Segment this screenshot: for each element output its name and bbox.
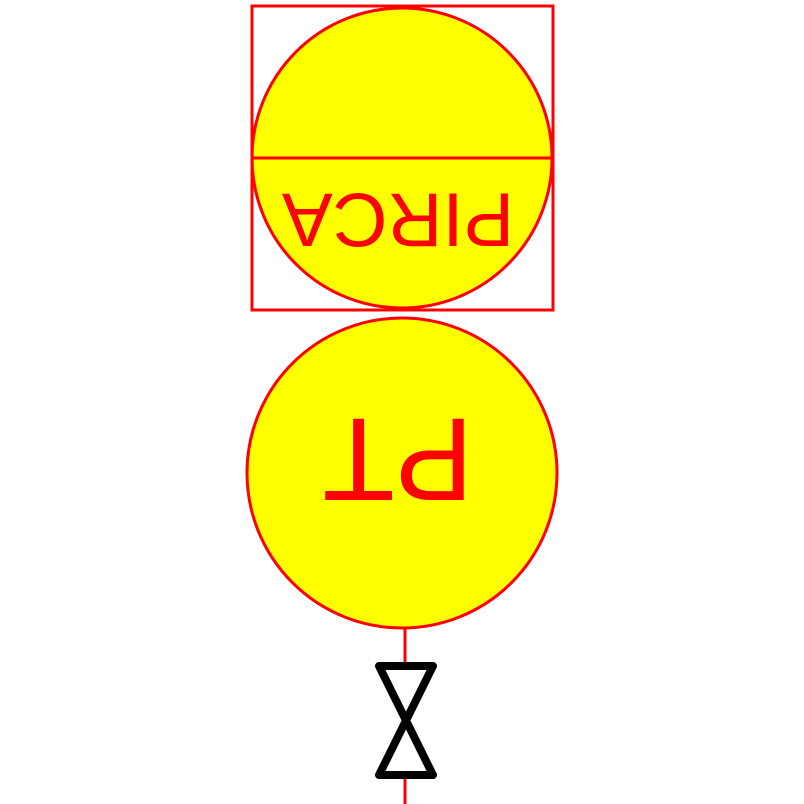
instrument-pt-tag: PT bbox=[323, 393, 474, 525]
gate-valve-icon[interactable] bbox=[375, 662, 437, 779]
instrument-pirca-tag: PIRCA bbox=[282, 177, 515, 262]
instrument-pt-bubble bbox=[245, 316, 559, 630]
gate-valve-body bbox=[375, 662, 437, 779]
instrument-pirca[interactable]: PIRCA bbox=[250, 4, 555, 312]
instrument-pt[interactable]: PT bbox=[245, 316, 559, 630]
